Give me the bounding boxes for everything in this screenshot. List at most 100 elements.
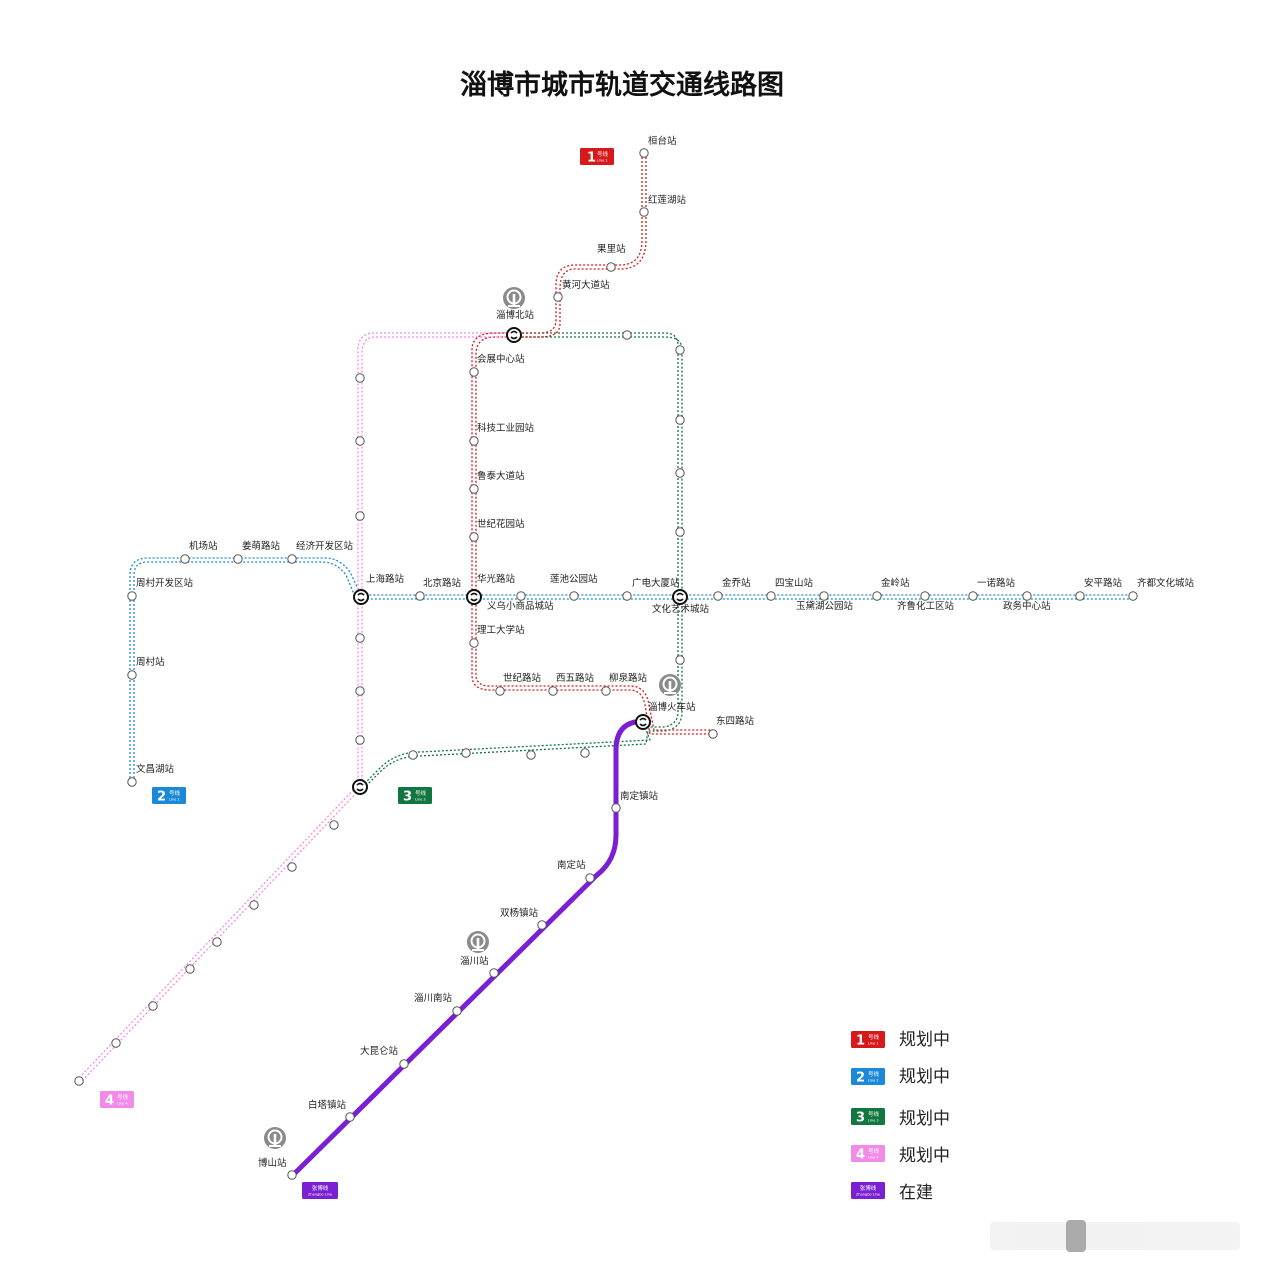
- station-dongsilu[interactable]: [708, 729, 718, 739]
- station-nandingzhen[interactable]: [611, 803, 621, 813]
- station-beijinglu[interactable]: [415, 591, 425, 601]
- station-line4-3[interactable]: [355, 511, 365, 521]
- station-boshan[interactable]: [287, 1170, 297, 1180]
- station-dakunlun[interactable]: [399, 1059, 409, 1069]
- label-huantai: 桓台站: [648, 135, 677, 147]
- svg-text:号线: 号线: [868, 1070, 880, 1078]
- interchange-zibo-huoche[interactable]: [635, 714, 651, 730]
- station-line3-5[interactable]: [675, 527, 685, 537]
- label-shijihuayuan: 世纪花园站: [477, 518, 525, 530]
- station-line3-2[interactable]: [675, 345, 685, 355]
- station-xiwulu[interactable]: [548, 686, 558, 696]
- station-sibaoshan[interactable]: [766, 591, 776, 601]
- station-line4-9[interactable]: [249, 900, 259, 910]
- station-line4-6[interactable]: [355, 735, 365, 745]
- station-line4-12[interactable]: [148, 1001, 158, 1011]
- interchange-guangdiandasha[interactable]: [672, 589, 688, 605]
- station-line3-1[interactable]: [622, 330, 632, 340]
- label-guangdiandasha: 广电大厦站: [632, 577, 680, 589]
- station-line3-8[interactable]: [461, 748, 471, 758]
- svg-text:Zhangbo Line: Zhangbo Line: [856, 1193, 880, 1197]
- station-lutaidadao[interactable]: [469, 484, 479, 494]
- station-honglianhu[interactable]: [639, 207, 649, 217]
- station-nanding[interactable]: [585, 873, 595, 883]
- station-jiangmenglu[interactable]: [233, 554, 243, 564]
- station-anpinglu[interactable]: [1075, 591, 1085, 601]
- label-shuangyangzhen: 双杨镇站: [500, 907, 539, 919]
- station-yudaihugongyuan[interactable]: [819, 591, 829, 601]
- station-yiwu[interactable]: [516, 591, 526, 601]
- station-qiluhuagongqu[interactable]: [920, 591, 930, 601]
- station-jichang[interactable]: [180, 554, 190, 564]
- station-huanghedadao[interactable]: [553, 292, 563, 302]
- station-line3-9[interactable]: [526, 750, 536, 760]
- station-zhoucun[interactable]: [127, 670, 137, 680]
- station-guoli[interactable]: [606, 262, 616, 272]
- interchange-line3-line4[interactable]: [352, 779, 368, 795]
- station-kejigongyeyuan[interactable]: [469, 436, 479, 446]
- station-baitazhen[interactable]: [345, 1112, 355, 1122]
- station-line4-14[interactable]: [74, 1076, 84, 1086]
- label-lutaidadao: 鲁泰大道站: [477, 470, 525, 482]
- station-huantai[interactable]: [639, 148, 649, 158]
- station-zichuan[interactable]: [489, 968, 499, 978]
- label-zichuannan: 淄川南站: [414, 992, 453, 1004]
- svg-text:号线: 号线: [868, 1110, 880, 1118]
- station-line4-10[interactable]: [212, 937, 222, 947]
- station-ligongdaxue[interactable]: [469, 638, 479, 648]
- label-liuquanlu: 柳泉路站: [609, 672, 648, 684]
- label-zibo-huoche: 淄博火车站: [648, 701, 696, 713]
- interchange-huaguanglu[interactable]: [466, 589, 482, 605]
- station-line3-3[interactable]: [675, 415, 685, 425]
- station-lianchigongyuan[interactable]: [569, 591, 579, 601]
- station-shijihuayuan[interactable]: [469, 532, 479, 542]
- station-line3-6[interactable]: [675, 655, 685, 665]
- interchange-zibobei[interactable]: [506, 327, 522, 343]
- svg-text:Line 4: Line 4: [868, 1156, 879, 1160]
- station-guangdian-west[interactable]: [622, 591, 632, 601]
- svg-text:Line 2: Line 2: [868, 1079, 879, 1083]
- label-wenchanghu: 文昌湖站: [136, 763, 175, 775]
- station-line4-5[interactable]: [355, 686, 365, 696]
- station-line3-4[interactable]: [675, 468, 685, 478]
- station-zichuannan[interactable]: [452, 1006, 462, 1016]
- station-zhengwuzhongxin[interactable]: [1022, 591, 1032, 601]
- station-jinqiao[interactable]: [713, 591, 723, 601]
- station-line3-10[interactable]: [580, 748, 590, 758]
- label-jichang: 机场站: [189, 540, 218, 552]
- station-wenchanghu[interactable]: [127, 777, 137, 787]
- station-zhoucunkaifaqu[interactable]: [127, 591, 137, 601]
- svg-text:1: 1: [587, 151, 596, 166]
- station-labels: 桓台站 红莲湖站 果里站 黄河大道站 淄博北站 会展中心站 科技工业园站 鲁泰大…: [136, 135, 1195, 1169]
- station-line4-1[interactable]: [355, 373, 365, 383]
- label-yinuolu: 一诺路站: [977, 577, 1016, 589]
- station-jinling[interactable]: [872, 591, 882, 601]
- svg-text:号线: 号线: [868, 1033, 880, 1041]
- station-line4-13[interactable]: [111, 1038, 121, 1048]
- legend-status-zhangbo: 在建: [899, 1183, 933, 1203]
- interchange-shanghailu[interactable]: [353, 589, 369, 605]
- badge-zhangbo-line: 张博线 Zhangbo Line: [302, 1182, 338, 1199]
- station-line4-2[interactable]: [355, 436, 365, 446]
- station-yinuolu[interactable]: [968, 591, 978, 601]
- label-boshan: 博山站: [258, 1157, 287, 1169]
- station-line3-7[interactable]: [408, 750, 418, 760]
- station-line4-7[interactable]: [329, 820, 339, 830]
- station-qiduwenhuacheng[interactable]: [1128, 591, 1138, 601]
- line-2-route: [129, 557, 1133, 782]
- zhangbo-line-route: [290, 719, 645, 1178]
- legend-item-line-3: 3 号线 Line 3 规划中: [851, 1108, 950, 1129]
- legend-item-zhangbo: 张博线 Zhangbo Line 在建: [851, 1182, 933, 1203]
- station-huizhanzhongxin[interactable]: [469, 367, 479, 377]
- station-shijilu[interactable]: [495, 686, 505, 696]
- svg-text:1: 1: [856, 1034, 865, 1049]
- station-line4-4[interactable]: [355, 633, 365, 643]
- station-shuangyangzhen[interactable]: [537, 920, 547, 930]
- station-line4-11[interactable]: [185, 964, 195, 974]
- label-honglianhu: 红莲湖站: [648, 194, 687, 206]
- station-liuquanlu[interactable]: [601, 686, 611, 696]
- station-line4-8[interactable]: [287, 862, 297, 872]
- label-shanghailu: 上海路站: [366, 573, 405, 585]
- svg-text:号线: 号线: [415, 789, 427, 797]
- station-jingjikaifaqu[interactable]: [287, 554, 297, 564]
